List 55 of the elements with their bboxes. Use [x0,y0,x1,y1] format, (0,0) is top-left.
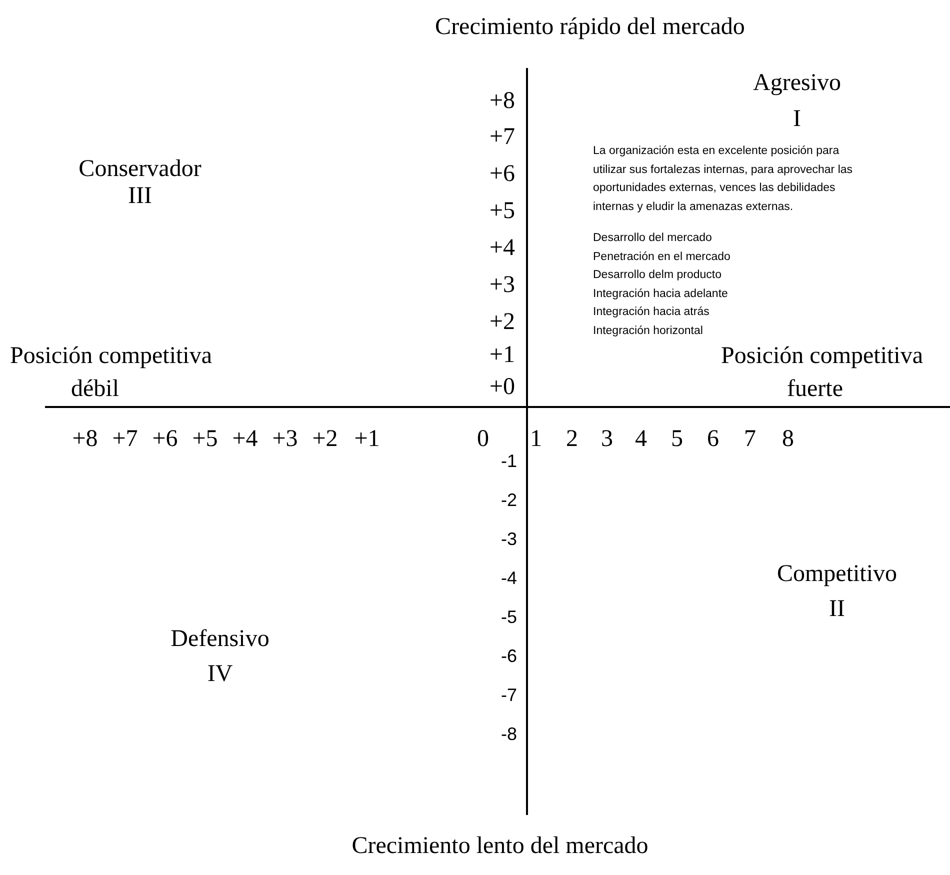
tick-label: +0 [489,374,515,400]
quadrant-number: II [829,596,845,622]
axis-label: fuerte [787,376,843,402]
tick-label: 8 [782,426,794,452]
tick-label: +5 [489,198,515,224]
quadrant-title: Agresivo [753,70,841,96]
tick-label: -6 [500,647,517,667]
tick-label: +2 [312,426,338,452]
strategy-item: Integración horizontal [593,324,703,338]
axis-label: débil [71,376,119,402]
tick-label: 2 [566,426,578,452]
tick-label: 0 [477,426,489,452]
tick-label: +5 [192,426,218,452]
strategy-item: Penetración en el mercado [593,250,730,264]
tick-label: +8 [489,88,515,114]
tick-label: -3 [500,530,517,550]
tick-label: -5 [500,608,517,628]
tick-label: +6 [489,161,515,188]
quadrant-title: Conservador [78,156,202,182]
quadrant-number: I [793,106,801,132]
tick-label: -8 [500,725,517,745]
strategy-item: Integración hacia adelante [593,288,728,300]
tick-label: -7 [500,686,517,706]
tick-label: +1 [489,342,515,368]
tick-label: +3 [489,272,515,298]
quadrant-title: Defensivo [170,626,270,652]
tick-label: -2 [500,491,517,511]
tick-label: 1 [530,426,542,452]
axis-title: Crecimiento rápido del mercado [435,14,745,40]
tick-label: +4 [232,426,258,452]
strategy-item: Desarrollo del mercado [593,232,712,245]
tick-label: +3 [272,426,298,452]
tick-label: +7 [112,426,138,452]
quadrant-number: IV [207,661,233,688]
tick-label: +4 [489,235,515,262]
tick-label: 7 [744,426,756,452]
axis-label: Posición competitiva [721,343,923,370]
tick-label: +2 [489,309,515,336]
tick-label: -4 [500,569,517,589]
tick-label: +6 [152,426,178,452]
description-text: La organización esta en excelente posición para utilizar sus fortalezas internas, para aprovechar las oportunidades externas, vences las debilidades internas y eludir la amenazas externas. [593,144,854,214]
tick-label: 4 [635,426,647,452]
tick-label: +8 [72,426,98,452]
tick-label: +7 [489,124,515,150]
tick-label: 3 [601,426,613,452]
tick-label: -1 [500,452,517,472]
axis-label: Posición competitiva [10,343,212,370]
strategy-item: Desarrollo delm producto [593,269,722,282]
axis-title: Crecimiento lento del mercado [352,833,648,860]
strategy-item: Integración hacia atrás [593,306,710,319]
quadrant-number: III [128,183,152,210]
tick-label: 5 [671,426,683,452]
quadrant-title: Competitivo [777,561,897,588]
tick-label: +1 [354,426,380,452]
tick-label: 6 [707,426,719,452]
